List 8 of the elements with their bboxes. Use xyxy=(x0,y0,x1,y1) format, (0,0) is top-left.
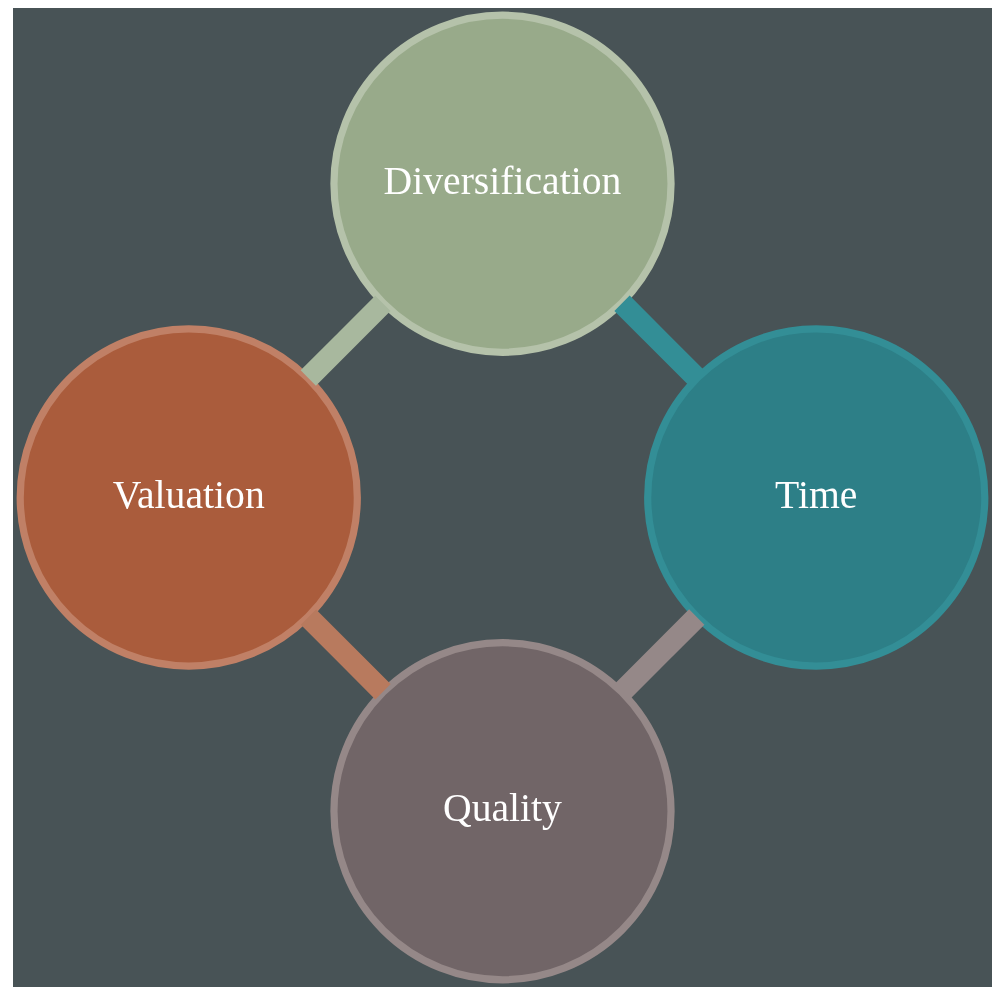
connector xyxy=(614,609,705,700)
connector xyxy=(300,609,391,700)
node-circle: Diversification xyxy=(330,11,675,356)
connector xyxy=(300,295,391,386)
connector xyxy=(614,295,705,386)
node-circle: Quality xyxy=(330,639,675,984)
node-circle: Valuation xyxy=(16,325,361,670)
node-circle: Time xyxy=(644,325,989,670)
